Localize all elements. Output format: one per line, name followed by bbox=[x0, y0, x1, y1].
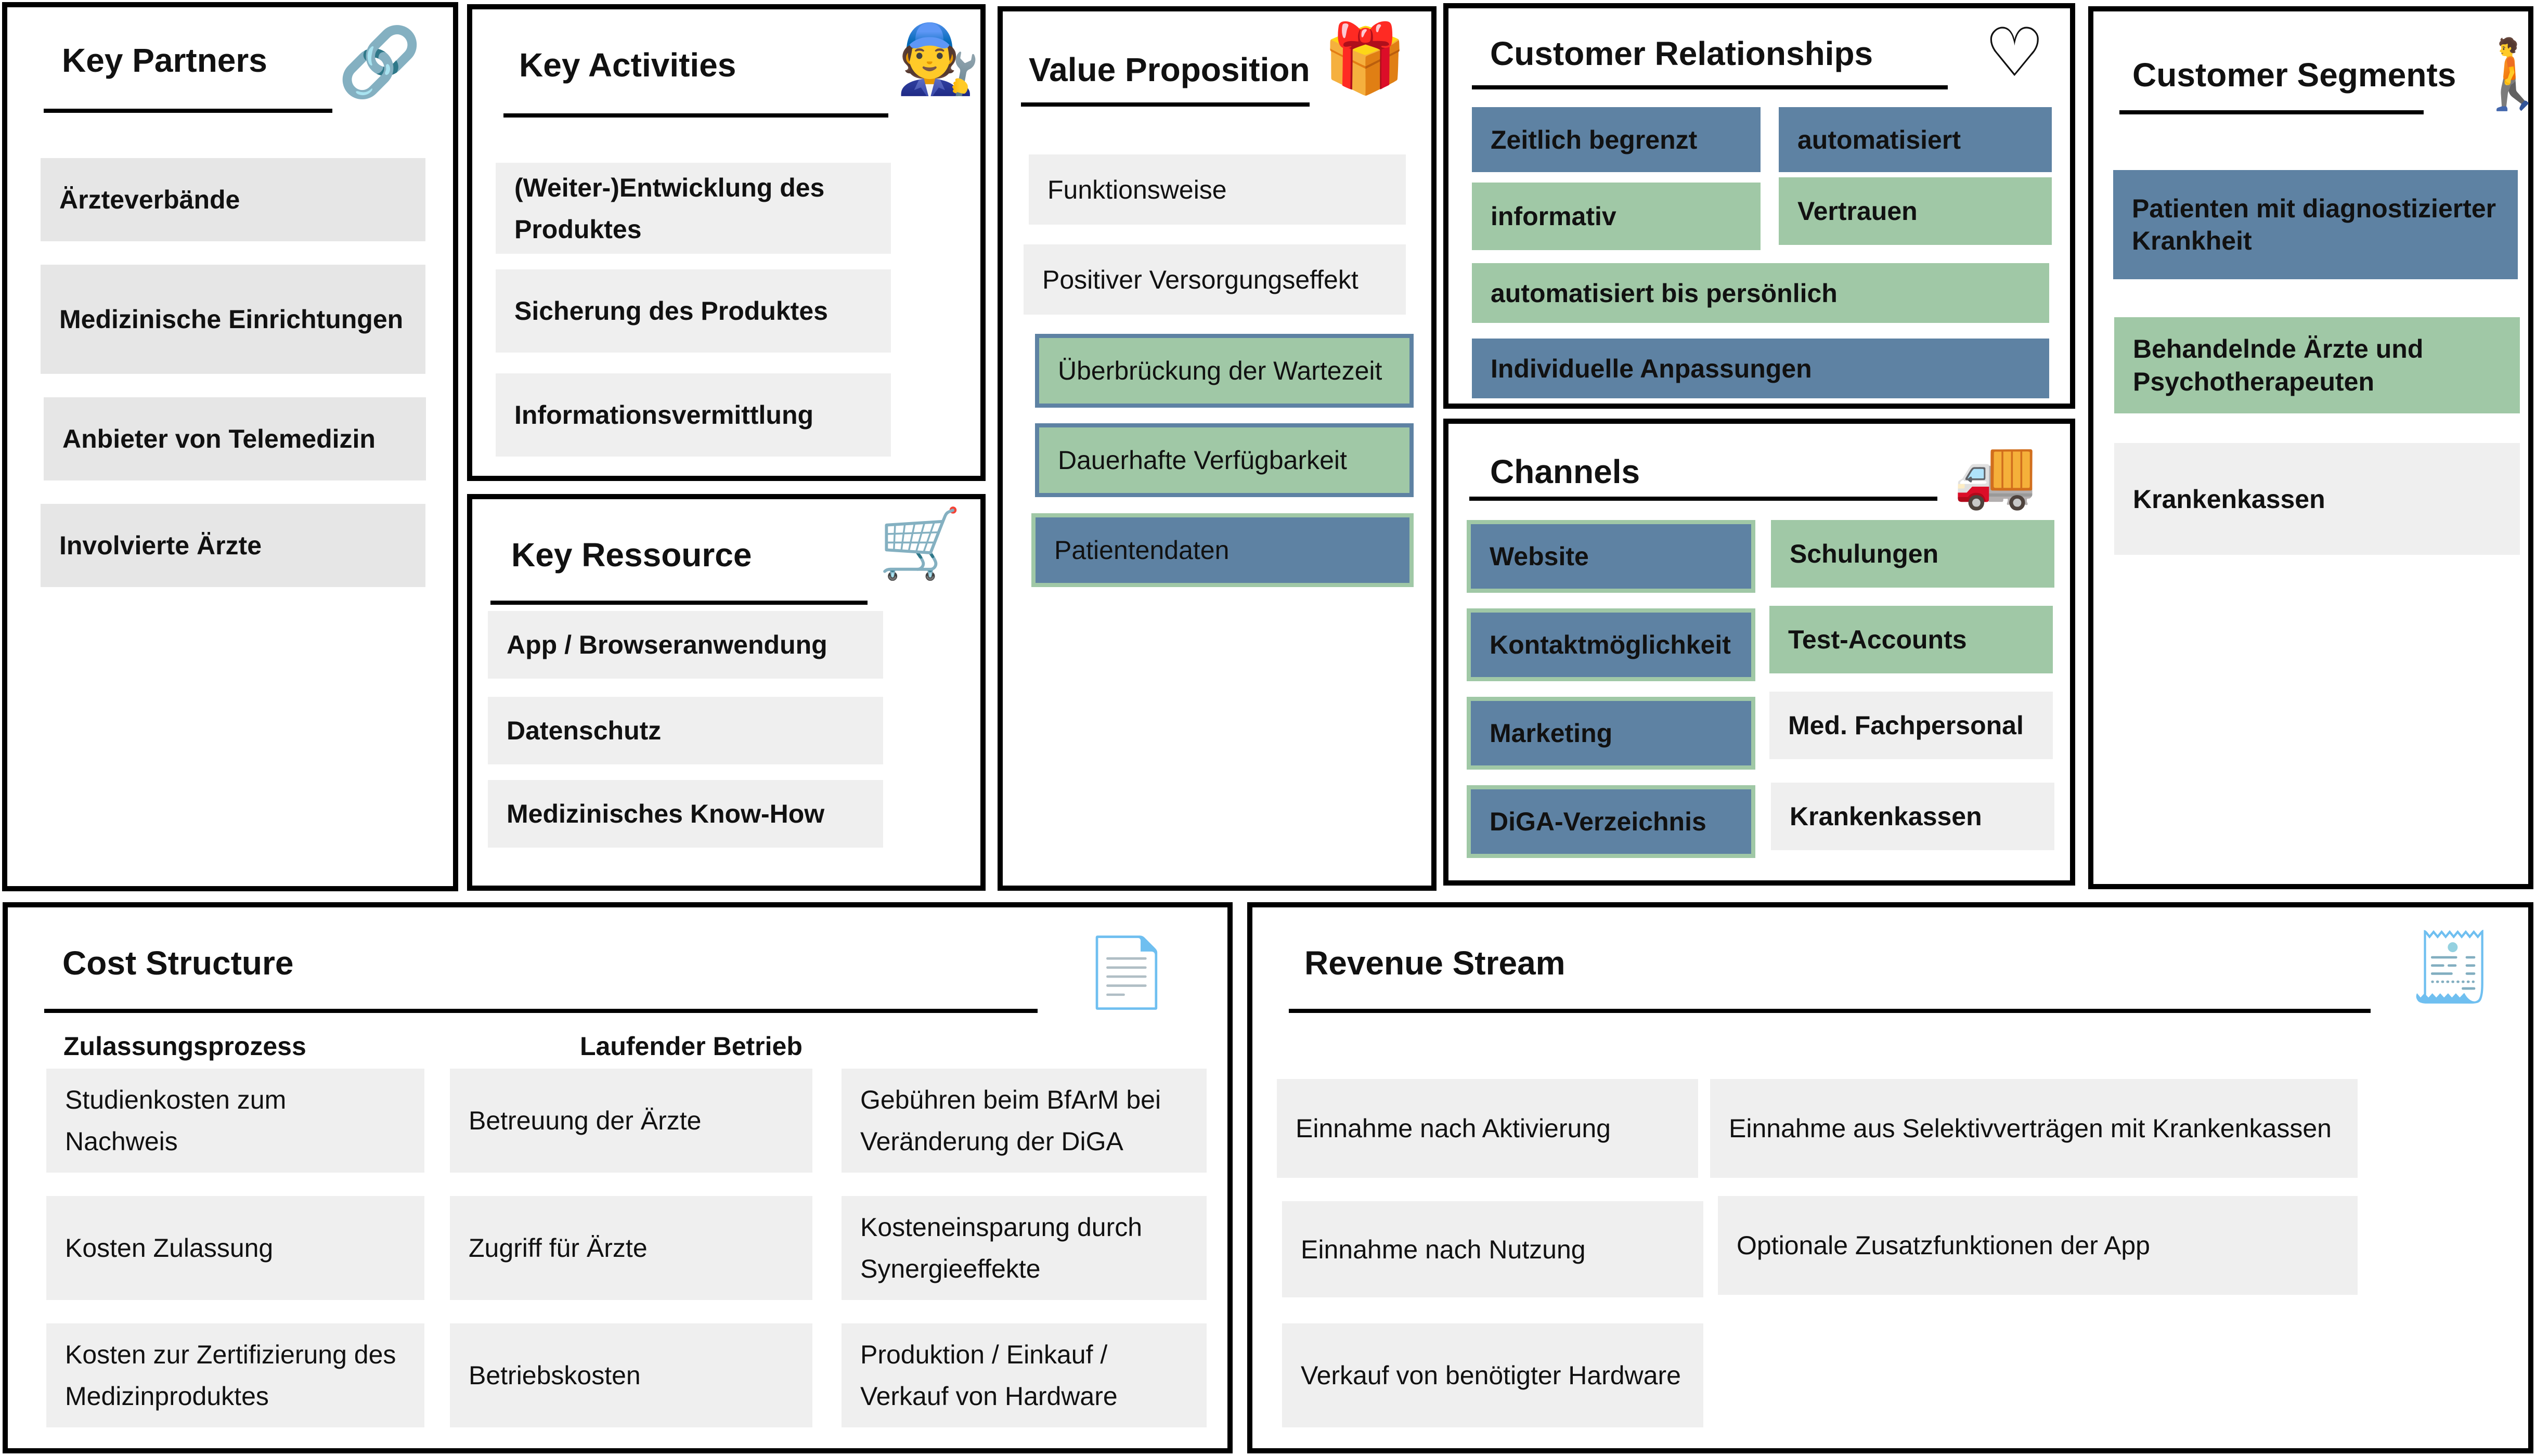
list-item: Überbrückung der Wartezeit bbox=[1035, 334, 1414, 408]
list-item: Marketing bbox=[1467, 697, 1755, 770]
list-item: automatisiert bbox=[1779, 107, 2052, 172]
key-resources-title: Key Ressource bbox=[511, 536, 752, 574]
key-activities-title: Key Activities bbox=[519, 46, 736, 84]
truck-icon: 🚚 bbox=[1953, 434, 2037, 513]
list-item: Schulungen bbox=[1771, 520, 2054, 588]
divider bbox=[2119, 110, 2424, 114]
list-item: Sicherung des Produktes bbox=[496, 269, 891, 353]
list-item: Kosteneinsparung durch Synergieeffekte bbox=[842, 1196, 1207, 1300]
list-item: Studienkosten zum Nachweis bbox=[46, 1069, 424, 1173]
list-item: Individuelle Anpassungen bbox=[1472, 339, 2049, 398]
revenue-stream-panel: Revenue Stream 🧾 Einnahme nach Aktivieru… bbox=[1247, 902, 2533, 1453]
list-item: Betriebskosten bbox=[450, 1323, 812, 1427]
person-icon: 🚶 bbox=[2470, 34, 2536, 113]
list-item: Zugriff für Ärzte bbox=[450, 1196, 812, 1300]
channels-title: Channels bbox=[1490, 453, 1640, 490]
list-item: (Weiter-)Entwicklung des Produktes bbox=[496, 163, 891, 254]
cash-register-icon: 🧾 bbox=[2410, 928, 2494, 1007]
gift-icon: 🎁 bbox=[1323, 19, 1407, 98]
list-item: Vertrauen bbox=[1779, 177, 2052, 245]
list-item: Behandelnde Ärzte und Psychotherapeuten bbox=[2114, 317, 2520, 413]
list-item: Kosten Zulassung bbox=[46, 1196, 424, 1300]
list-item: informativ bbox=[1472, 183, 1761, 250]
customer-segments-title: Customer Segments bbox=[2132, 56, 2456, 94]
worker-icon: 🧑‍🔧 bbox=[896, 19, 980, 98]
list-item: automatisiert bis persönlich bbox=[1472, 263, 2049, 323]
list-item: Betreuung der Ärzte bbox=[450, 1069, 812, 1173]
list-item: Optionale Zusatzfunktionen der App bbox=[1718, 1196, 2358, 1295]
customer-relationships-title: Customer Relationships bbox=[1490, 35, 1873, 72]
divider bbox=[44, 1009, 1038, 1013]
cost-structure-panel: Cost Structure 📄 Zulassungsprozess Laufe… bbox=[3, 902, 1233, 1453]
cost-structure-title: Cost Structure bbox=[62, 944, 294, 982]
list-item: Zeitlich begrenzt bbox=[1472, 107, 1761, 172]
chain-links-icon: 🔗 bbox=[338, 22, 422, 101]
person-with-cart-icon: 🛒 bbox=[878, 504, 962, 583]
list-item: Gebühren beim BfArM bei Veränderung der … bbox=[842, 1069, 1207, 1173]
list-item: Informationsvermittlung bbox=[496, 373, 891, 457]
list-item: Involvierte Ärzte bbox=[41, 504, 425, 587]
list-item: Verkauf von benötigter Hardware bbox=[1282, 1323, 1703, 1427]
heart-icon: ♡ bbox=[1984, 13, 2045, 92]
list-item: Medizinisches Know-How bbox=[488, 780, 883, 848]
key-resources-panel: Key Ressource 🛒 App / Browseranwendung D… bbox=[467, 494, 986, 891]
divider bbox=[503, 113, 888, 118]
list-item: Patienten mit diagnostizierter Krankheit bbox=[2113, 170, 2518, 279]
divider bbox=[1472, 85, 1948, 89]
list-item: Patientendaten bbox=[1031, 513, 1414, 587]
list-item: Med. Fachpersonal bbox=[1769, 692, 2053, 759]
list-item: Krankenkassen bbox=[2114, 443, 2520, 555]
list-item: Einnahme aus Selektivverträgen mit Krank… bbox=[1710, 1079, 2358, 1178]
list-item: Einnahme nach Nutzung bbox=[1282, 1201, 1703, 1297]
divider bbox=[44, 109, 332, 113]
list-item: App / Browseranwendung bbox=[488, 611, 883, 679]
list-item: Kontaktmöglichkeit bbox=[1467, 608, 1755, 681]
customer-relationships-panel: Customer Relationships ♡ Zeitlich begren… bbox=[1443, 3, 2075, 409]
cost-subheading-betrieb: Laufender Betrieb bbox=[580, 1032, 803, 1061]
divider bbox=[490, 601, 868, 605]
list-item: Website bbox=[1467, 520, 1755, 593]
list-item: Positiver Versorgungseffekt bbox=[1024, 244, 1406, 315]
cost-subheading-zulassung: Zulassungsprozess bbox=[63, 1032, 306, 1061]
key-activities-panel: Key Activities 🧑‍🔧 (Weiter-)Entwicklung … bbox=[467, 4, 986, 481]
list-item: Datenschutz bbox=[488, 697, 883, 764]
divider bbox=[1021, 102, 1310, 107]
document-icon: 📄 bbox=[1084, 933, 1169, 1012]
value-proposition-panel: Value Proposition 🎁 Funktionsweise Posit… bbox=[998, 6, 1437, 891]
list-item: Funktionsweise bbox=[1029, 154, 1406, 225]
value-proposition-title: Value Proposition bbox=[1029, 51, 1310, 88]
key-partners-title: Key Partners bbox=[62, 42, 267, 79]
list-item: Test-Accounts bbox=[1769, 606, 2053, 673]
key-partners-panel: Key Partners 🔗 Ärzteverbände Medizinisch… bbox=[2, 2, 458, 891]
channels-panel: Channels 🚚 Website Schulungen Kontaktmög… bbox=[1443, 419, 2075, 886]
list-item: Produktion / Einkauf / Verkauf von Hardw… bbox=[842, 1323, 1207, 1427]
list-item: Ärzteverbände bbox=[41, 158, 425, 241]
list-item: Anbieter von Telemedizin bbox=[44, 397, 426, 480]
divider bbox=[1469, 497, 1937, 501]
list-item: Dauerhafte Verfügbarkeit bbox=[1035, 423, 1414, 497]
list-item: Krankenkassen bbox=[1771, 783, 2054, 850]
list-item: Einnahme nach Aktivierung bbox=[1277, 1079, 1698, 1178]
list-item: Medizinische Einrichtungen bbox=[41, 265, 425, 374]
divider bbox=[1289, 1009, 2371, 1013]
revenue-stream-title: Revenue Stream bbox=[1304, 944, 1565, 982]
list-item: DiGA-Verzeichnis bbox=[1467, 785, 1755, 858]
list-item: Kosten zur Zertifizierung des Medizinpro… bbox=[46, 1323, 424, 1427]
customer-segments-panel: Customer Segments 🚶 Patienten mit diagno… bbox=[2088, 6, 2536, 889]
